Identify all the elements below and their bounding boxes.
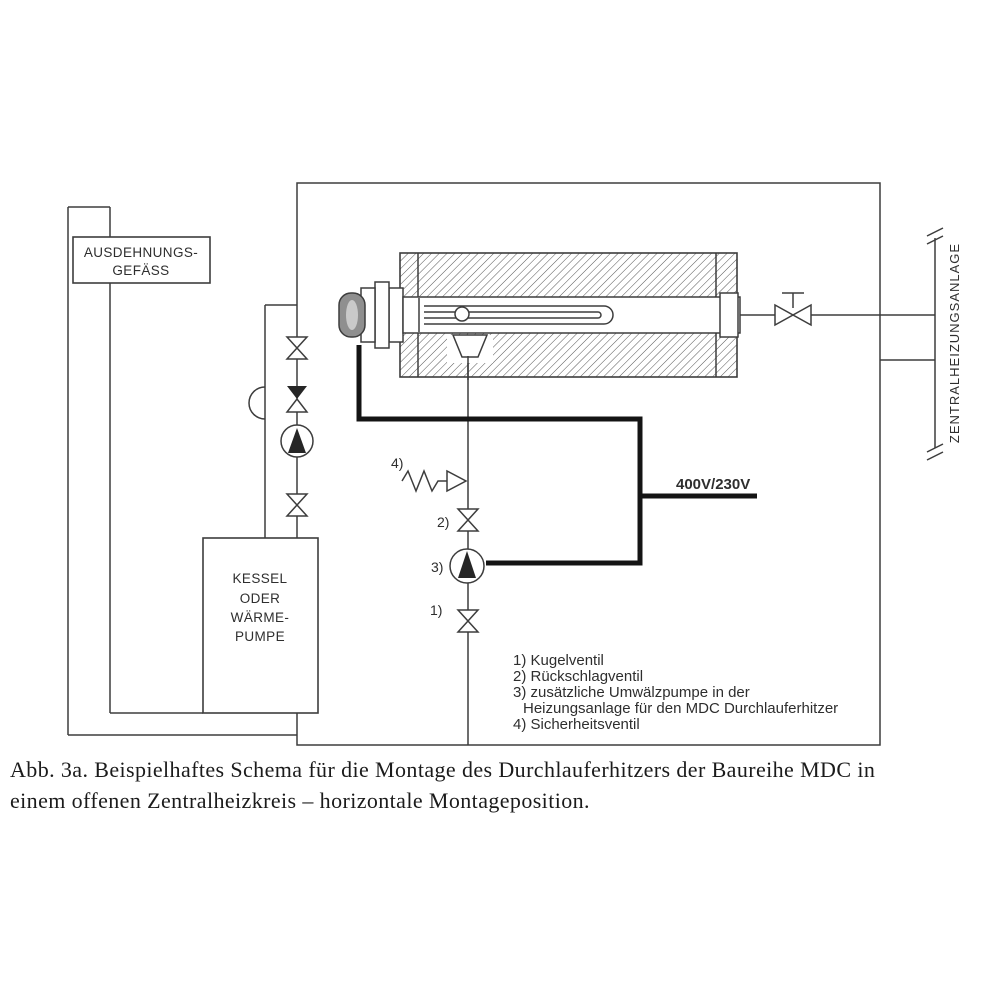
- caption: Abb. 3a. Beispielhaftes Schema für die M…: [10, 757, 875, 813]
- legend-item-3: 3) zusätzliche Umwälzpumpe in der: [513, 684, 750, 701]
- legend-item-4: 4) Sicherheitsventil: [513, 716, 640, 733]
- boiler-label: PUMPE: [235, 629, 285, 644]
- break-mark: [926, 235, 944, 245]
- pump-rotor-icon: [458, 551, 476, 578]
- heating-element: [424, 311, 602, 319]
- boiler-label: WÄRME-: [231, 610, 290, 625]
- check-valve-symbol: [287, 386, 307, 399]
- gland-ring: [374, 281, 390, 349]
- callout-1: 1): [430, 602, 442, 618]
- check-valve-symbol: [285, 397, 309, 413]
- callout-3: 3): [431, 559, 443, 575]
- pump-rotor-icon: [288, 428, 306, 453]
- callout-2: 2): [437, 514, 449, 530]
- safety-valve-symbol: [446, 469, 468, 493]
- flow-heater: [338, 252, 741, 380]
- outlet-fitting: [719, 292, 739, 338]
- boiler-label: KESSEL: [233, 571, 288, 586]
- legend-item-1: 1) Kugelventil: [513, 652, 604, 669]
- break-mark: [926, 451, 944, 461]
- boiler: KESSEL ODER WÄRME- PUMPE: [202, 537, 319, 714]
- ball-valve-symbol: [791, 303, 812, 327]
- sensor-icon: [454, 306, 470, 322]
- expansion-vessel-box: [72, 236, 211, 284]
- end-cap-highlight: [346, 300, 358, 330]
- legend-item-2: 2) Rückschlagventil: [513, 668, 643, 685]
- power: 400V/230V: [356, 345, 757, 566]
- legend: 1) Kugelventil 2) Rückschlagventil 3) zu…: [513, 652, 838, 733]
- boiler-circuit-fittings: [280, 336, 314, 517]
- boiler-box: [202, 537, 319, 714]
- heating-element: [424, 305, 614, 325]
- ball-valve-symbol: [456, 609, 480, 633]
- expansion-vessel-label: GEFÄSS: [112, 263, 169, 278]
- central-heating-label: ZENTRALHEIZUNGSANLAGE: [947, 243, 962, 443]
- expansion-vessel: AUSDEHNUNGS- GEFÄSS: [72, 236, 211, 284]
- expansion-vessel-label: AUSDEHNUNGS-: [84, 245, 198, 260]
- caption-line-1: Abb. 3a. Beispielhaftes Schema für die M…: [10, 757, 875, 782]
- safety-valve-spring: [401, 468, 447, 494]
- check-valve-symbol: [456, 508, 480, 532]
- break-mark: [926, 227, 944, 237]
- ball-valve-symbol: [285, 493, 309, 517]
- ball-valve-symbol: [774, 303, 795, 327]
- power-cable: [356, 345, 643, 566]
- heater-tube: [402, 296, 741, 334]
- power-supply-label: 400V/230V: [676, 476, 750, 493]
- caption-line-2: einem offenen Zentralheizkreis – horizon…: [10, 788, 590, 813]
- drain-port: [451, 334, 489, 358]
- outlet-valve: [774, 292, 812, 327]
- riser-fittings: 4) 2) 3) 1): [391, 455, 485, 633]
- legend-item-3-continued: Heizungsanlage für den MDC Durchlauferhi…: [523, 700, 838, 717]
- pipe-arc-symbol: [248, 386, 266, 420]
- break-mark: [926, 443, 944, 453]
- gland-ring: [388, 287, 404, 343]
- ball-valve-symbol: [285, 336, 309, 360]
- callout-4: 4): [391, 455, 403, 471]
- boiler-label: ODER: [240, 591, 281, 606]
